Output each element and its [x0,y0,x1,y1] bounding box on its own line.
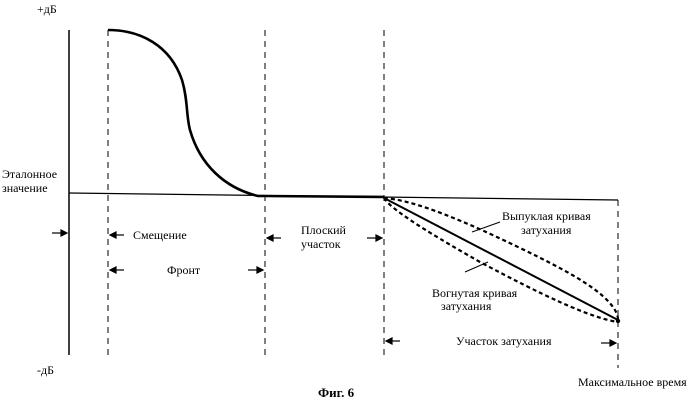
flat-arrow-left-head [267,235,273,241]
flat-label-line2: участок [301,238,341,251]
figure-caption: Фиг. 6 [318,386,354,399]
convex-leader [472,222,500,232]
reference-label-line2: значение [2,182,48,195]
offset-label: Смещение [133,229,187,242]
decay-arrow-left-head [386,338,392,344]
decay-end-point [616,319,620,323]
max-time-label: Максимальное время [578,376,687,389]
flat-arrow-right-head [376,235,382,241]
front-arrow-right-head [257,267,263,273]
front-label: Фронт [167,264,200,277]
offset-arrow-head [110,232,116,238]
decay-arrow-right-head [610,340,616,346]
convex-label-line2: затухания [521,224,571,237]
reference-label-line1: Эталонное [2,168,57,181]
flat-label-line1: Плоский [301,224,346,237]
front-arrow-left-head [110,267,116,273]
concave-label-line2: затухания [441,300,491,313]
front-curve [108,30,384,197]
axis-bottom-label: -дБ [37,364,54,377]
concave-leader [465,262,488,272]
decay-section-label: Участок затухания [456,335,551,348]
reference-arrow-head [61,230,67,236]
axis-top-label: +дБ [37,3,57,16]
convex-label-line1: Выпуклая кривая [502,210,591,223]
